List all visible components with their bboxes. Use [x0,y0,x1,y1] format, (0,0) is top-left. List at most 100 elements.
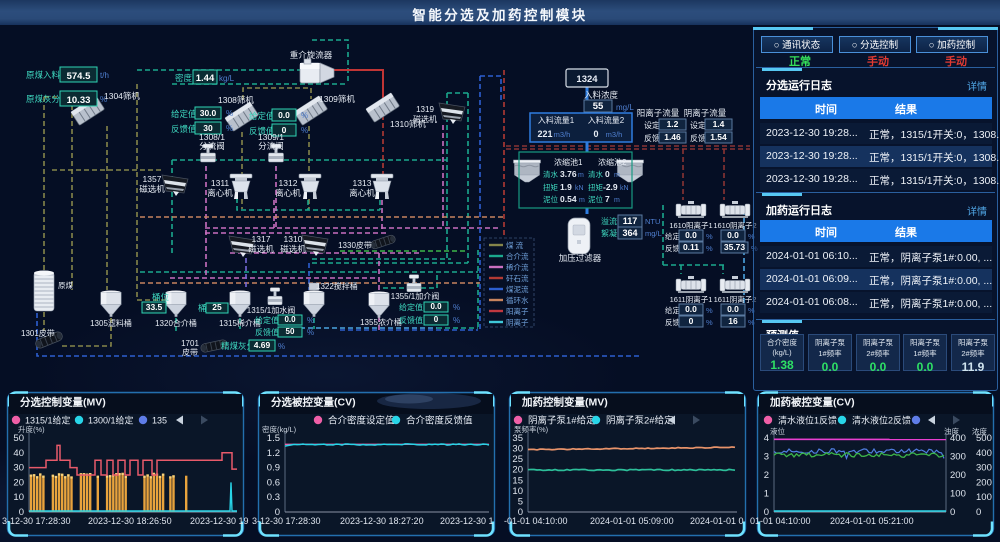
svg-text:100: 100 [950,489,966,500]
svg-text:反馈: 反馈 [665,243,680,253]
svg-text:1319: 1319 [416,105,434,114]
svg-text:500: 500 [976,433,992,444]
svg-text:1: 1 [764,489,769,500]
svg-text:絮凝流量: 絮凝流量 [601,228,633,238]
svg-text:原煤: 原煤 [58,280,73,290]
svg-text:1701: 1701 [181,339,199,348]
svg-text:4: 4 [764,433,769,444]
svg-text:35: 35 [512,433,523,444]
svg-text:%: % [301,111,308,120]
svg-text:200: 200 [950,470,966,481]
svg-text:t/h: t/h [100,71,109,80]
svg-text:分选被控变量(CV): 分选被控变量(CV) [271,396,356,409]
svg-text:给定值: 给定值 [255,315,279,325]
svg-text:25: 25 [212,302,222,312]
svg-text:1310: 1310 [284,234,303,244]
svg-text:1315/1加水阀: 1315/1加水阀 [247,305,295,315]
svg-text:200: 200 [976,477,992,488]
svg-text:磁选机: 磁选机 [248,244,274,254]
svg-text:1315/1给定: 1315/1给定 [25,415,71,426]
svg-text:2023-12-30 18:26:50: 2023-12-30 18:26:50 [88,516,172,526]
svg-text:桶位: 桶位 [152,292,170,302]
svg-text:50: 50 [13,433,24,444]
svg-text:5: 5 [518,496,523,507]
svg-text:30: 30 [512,444,523,455]
svg-text:泥位: 泥位 [588,194,603,204]
svg-text:0.9: 0.9 [267,463,280,474]
svg-text:0.0: 0.0 [278,110,290,120]
svg-text:反馈: 反馈 [665,317,680,327]
svg-text:20: 20 [512,465,523,476]
svg-text:离心机: 离心机 [207,188,233,198]
svg-text:1309筛机: 1309筛机 [319,94,355,104]
svg-text:%: % [453,303,460,312]
svg-text:给定: 给定 [665,305,680,315]
svg-text:1313: 1313 [353,178,372,188]
svg-text:2024-01-01 0: 2024-01-01 0 [690,516,744,526]
svg-text:55: 55 [593,101,604,112]
svg-text:20: 20 [13,477,24,488]
svg-text:给定值: 给定值 [399,302,423,312]
svg-text:2024-01-01 05:09:00: 2024-01-01 05:09:00 [590,516,674,526]
svg-text:扭矩: 扭矩 [588,182,603,192]
svg-text:1611阴离子2: 1611阴离子2 [714,294,757,304]
svg-text:01-01 04:10:00: 01-01 04:10:00 [750,516,811,526]
svg-text:mg/L: mg/L [616,103,634,112]
svg-text:1611阴离子1: 1611阴离子1 [670,294,713,304]
svg-text:m: m [614,172,620,179]
svg-text:400: 400 [950,433,966,444]
svg-text:磁选机: 磁选机 [139,184,165,194]
svg-text:反馈值: 反馈值 [255,327,279,337]
svg-text:3: 3 [764,452,769,463]
svg-text:清水: 清水 [588,169,603,179]
svg-text:%: % [706,318,713,327]
svg-text:重介旋流器: 重介旋流器 [290,50,333,60]
svg-text:0.0: 0.0 [727,230,739,240]
svg-text:0: 0 [19,507,24,518]
svg-text:%: % [307,316,314,325]
svg-text:浊度: 浊度 [944,426,959,436]
svg-text:设定: 设定 [690,120,706,130]
svg-text:1300/1给定: 1300/1给定 [88,415,134,426]
svg-text:-2.9: -2.9 [603,182,618,192]
svg-text:阴离子流量: 阴离子流量 [684,108,727,118]
svg-text:m3/h: m3/h [606,130,623,139]
svg-text:加药被控变量(CV): 加药被控变量(CV) [769,396,855,409]
svg-text:分流阀: 分流阀 [199,141,225,151]
svg-text:221: 221 [537,129,552,139]
svg-text:16: 16 [728,316,738,326]
svg-text:%: % [706,244,713,253]
svg-text:0: 0 [950,507,955,518]
svg-text:1.44: 1.44 [196,73,215,84]
svg-text:%: % [748,306,755,315]
svg-text:循环水: 循环水 [506,295,529,305]
svg-text:浓缩池2: 浓缩池2 [598,157,627,167]
svg-text:1311: 1311 [211,178,230,188]
svg-text:1312: 1312 [279,178,298,188]
svg-text:400: 400 [976,448,992,459]
svg-text:30: 30 [203,123,213,133]
svg-text:加压过滤器: 加压过滤器 [559,253,602,263]
svg-text:35.73: 35.73 [724,242,746,252]
svg-text:浓度: 浓度 [972,426,987,436]
svg-text:0.6: 0.6 [267,477,280,488]
svg-text:稀介流: 稀介流 [506,262,529,272]
svg-text:1308/1: 1308/1 [199,132,225,142]
svg-text:0.0: 0.0 [430,302,442,311]
svg-text:%: % [307,328,314,337]
svg-text:0: 0 [282,125,287,135]
svg-text:mg/L: mg/L [645,229,662,238]
svg-text:100: 100 [976,492,992,503]
svg-text:m3/h: m3/h [554,130,571,139]
svg-text:33.5: 33.5 [146,302,163,312]
svg-text:给定值: 给定值 [171,109,197,119]
svg-text:煤泥流: 煤泥流 [506,284,529,294]
svg-text:1.2: 1.2 [667,119,679,129]
svg-text:泵频率(%): 泵频率(%) [514,424,549,434]
svg-text:清水: 清水 [543,169,558,179]
svg-text:7: 7 [605,194,610,204]
svg-text:50: 50 [286,327,295,336]
svg-text:磁选机: 磁选机 [413,114,437,124]
svg-text:阴离子: 阴离子 [506,317,529,327]
svg-text:阳离子流量: 阳离子流量 [637,108,680,118]
